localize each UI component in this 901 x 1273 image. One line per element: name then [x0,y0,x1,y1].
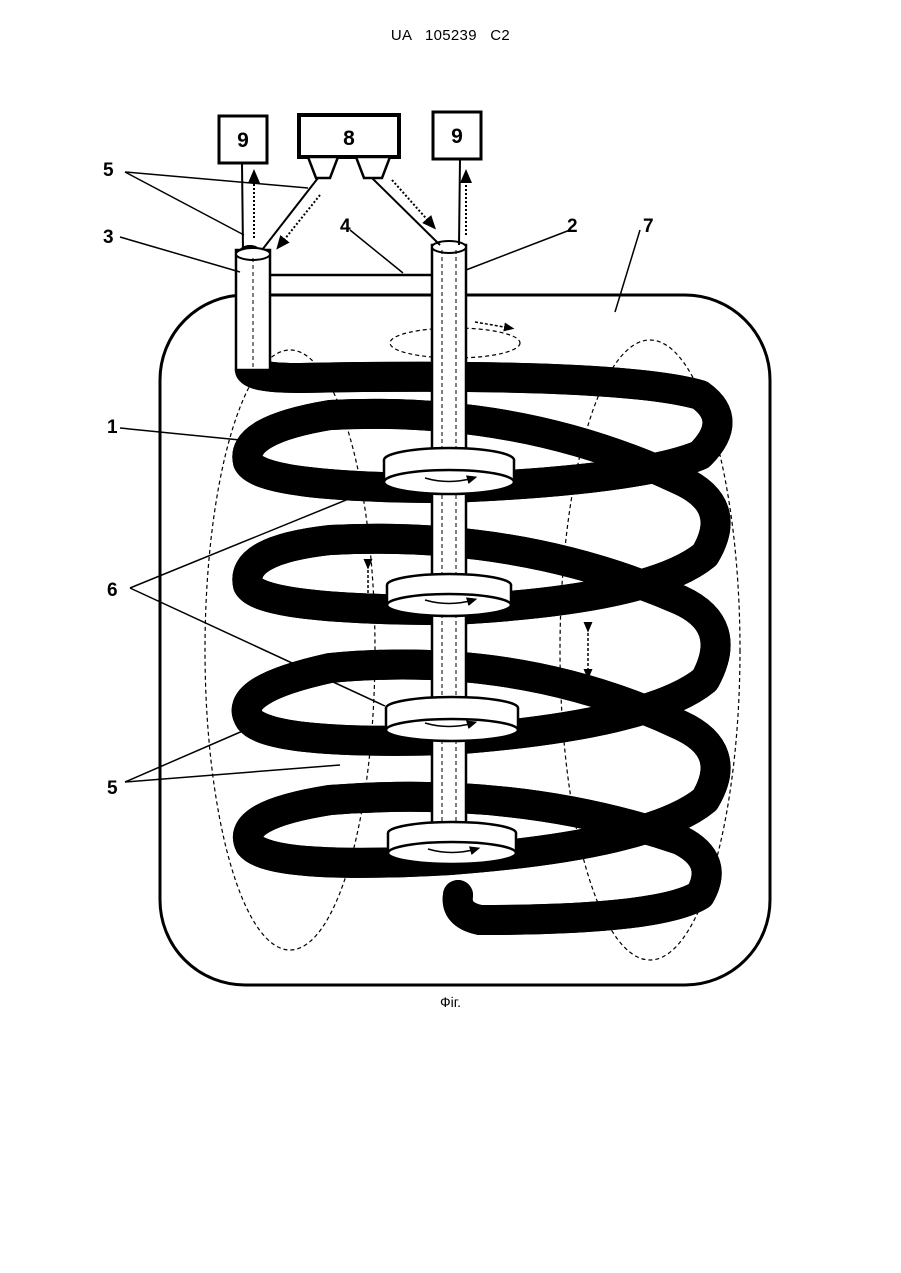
label-1: 1 [107,417,118,438]
label-7: 7 [643,216,654,237]
label-4: 4 [340,216,351,237]
label-2: 2 [567,216,578,237]
label-9-left: 9 [237,129,249,152]
label-5-top: 5 [103,160,114,181]
inlet-tube [236,248,270,370]
figure-caption: Фіг. [0,994,901,1010]
label-8: 8 [343,127,355,150]
label-6: 6 [107,580,118,601]
central-shaft [432,241,466,865]
label-3: 3 [103,227,114,248]
label-5-bottom: 5 [107,778,118,799]
label-9-right: 9 [451,125,463,148]
